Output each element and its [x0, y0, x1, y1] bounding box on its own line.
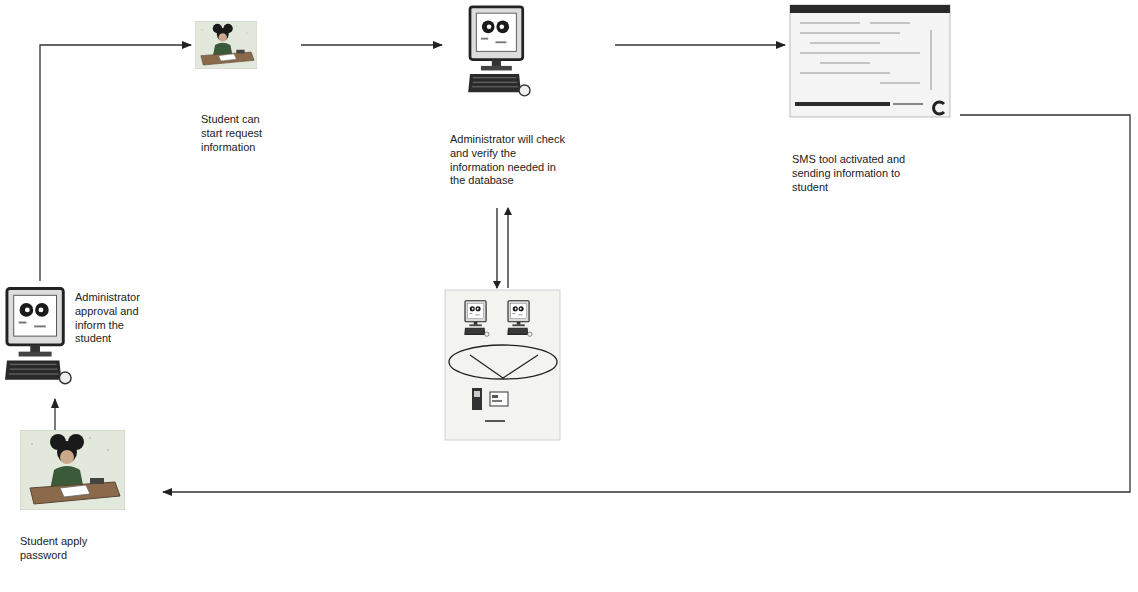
process-step: SMS tool activated and sending informati…: [788, 3, 954, 199]
student-icon: [20, 430, 125, 510]
database-picture: [445, 290, 560, 440]
sms-screenshot: [790, 5, 950, 117]
computer-icon: [5, 289, 71, 384]
process-step: Student can start request information: [193, 3, 283, 159]
step-caption: Student can start request information: [201, 113, 281, 154]
step-caption: SMS tool activated and sending informati…: [792, 153, 922, 194]
flow-arrow: [163, 115, 1130, 492]
process-step: Administrator will check and verify the …: [448, 3, 570, 192]
step-caption: Student apply password: [20, 535, 108, 563]
step-caption: Administrator approval and inform the st…: [75, 291, 149, 346]
flow-arrow: [301, 44, 442, 45]
step-caption: Administrator will check and verify the …: [450, 133, 568, 188]
student-icon: [195, 21, 257, 68]
flow-arrow: [40, 45, 191, 281]
computer-icon: [468, 7, 530, 96]
process-step: Administrator approval and inform the st…: [3, 283, 153, 397]
flow-arrow: [54, 399, 55, 430]
process-step: Student apply password: [18, 430, 123, 567]
database-arrows: [497, 208, 508, 288]
flow-arrow: [615, 44, 785, 45]
